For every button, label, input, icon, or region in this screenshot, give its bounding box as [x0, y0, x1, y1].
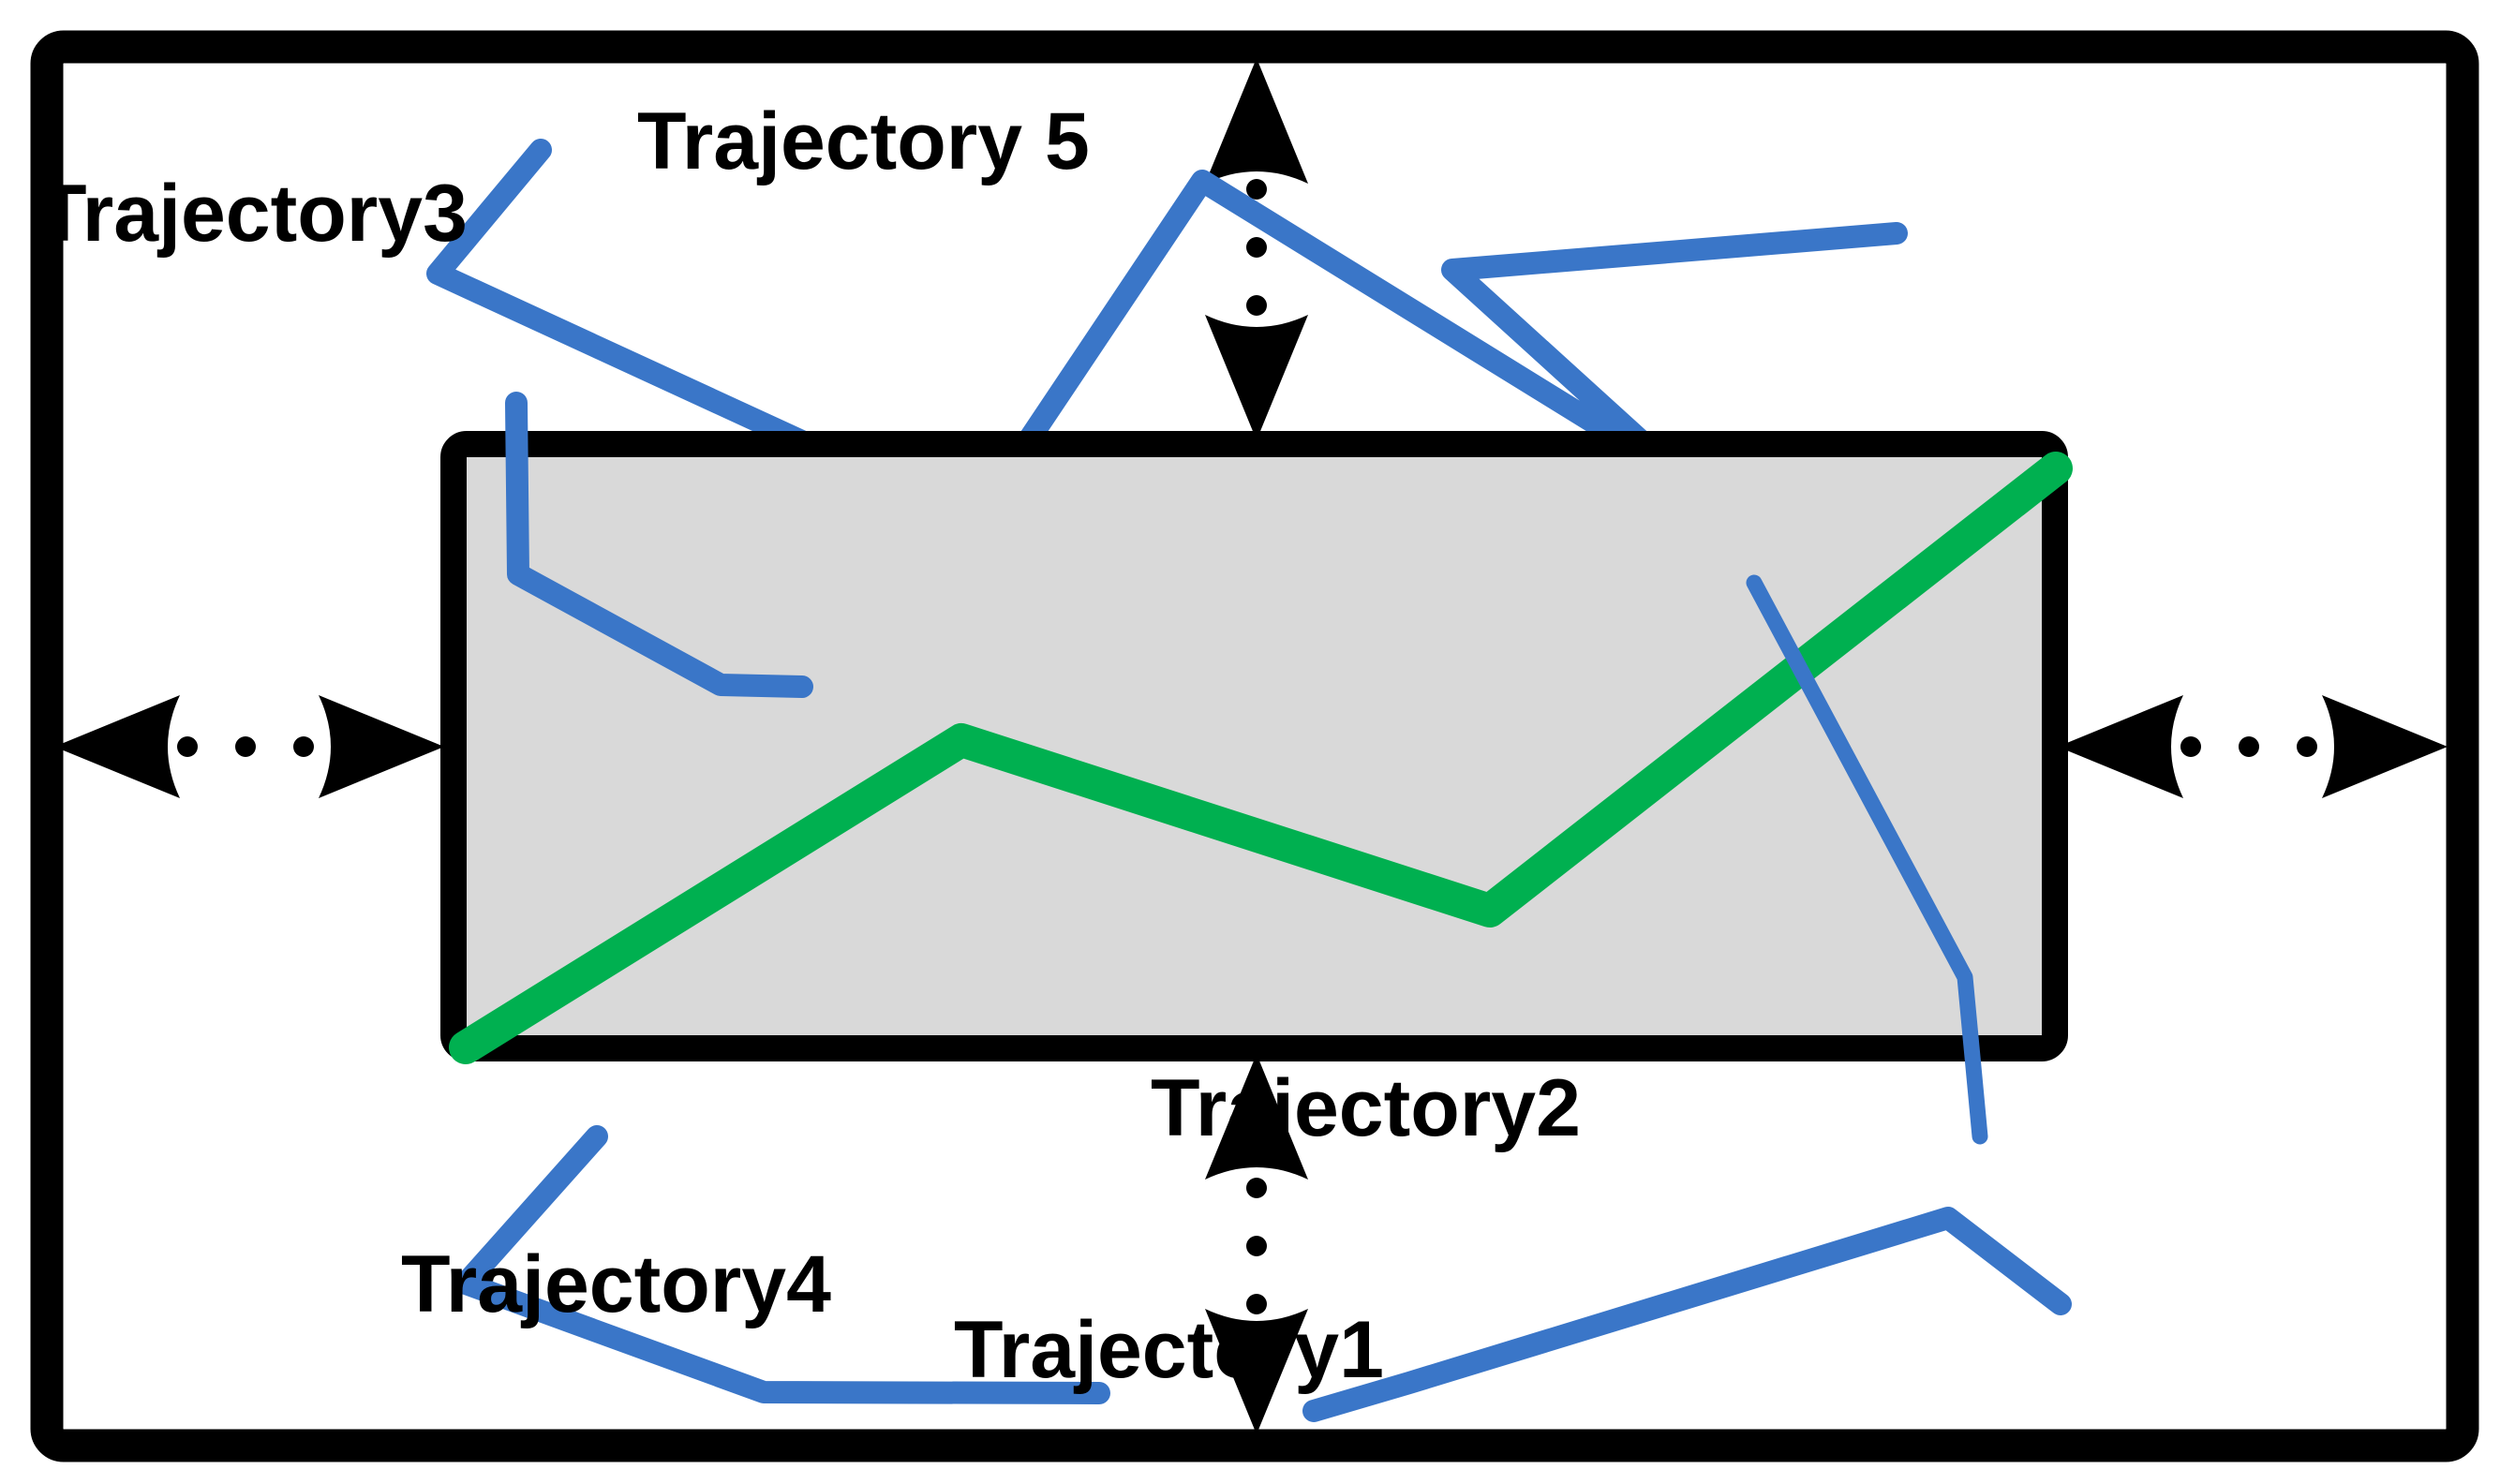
arrow-right-head-east	[2322, 695, 2448, 798]
arrow-bottom-head-down	[1205, 1309, 1308, 1434]
trajectory-1-path	[1302, 1207, 2072, 1422]
arrow-left-head-west	[54, 695, 180, 798]
label-trajectory4: Trajectory4	[401, 1239, 831, 1329]
trajectory-3-path	[505, 392, 813, 698]
label-trajectory1: Trajectory1	[954, 1305, 1384, 1395]
arrow-right-group	[2058, 695, 2448, 798]
label-trajectory2: Trajectory2	[1151, 1063, 1581, 1153]
trajectory-2-path	[1746, 574, 1988, 1145]
label-trajectory5: Trajectory 5	[637, 96, 1090, 186]
inner-region-rectangle	[440, 431, 2068, 1061]
label-trajectory3: Trajectory3	[37, 169, 468, 259]
arrow-bottom-head-up	[1205, 1054, 1308, 1180]
trajectory-5-path	[426, 139, 1908, 532]
green-path	[449, 452, 2073, 1064]
arrow-left-head-east	[319, 695, 444, 798]
arrow-bottom-group	[1205, 1054, 1308, 1434]
trajectory-4-path	[454, 1125, 1110, 1404]
arrow-top-group	[1205, 58, 1308, 440]
arrow-top-head-up	[1205, 58, 1308, 184]
margin-arrows-group	[54, 58, 2448, 1434]
arrow-top-head-down	[1205, 315, 1308, 440]
arrow-right-head-west	[2058, 695, 2183, 798]
arrow-left-group	[54, 695, 444, 798]
